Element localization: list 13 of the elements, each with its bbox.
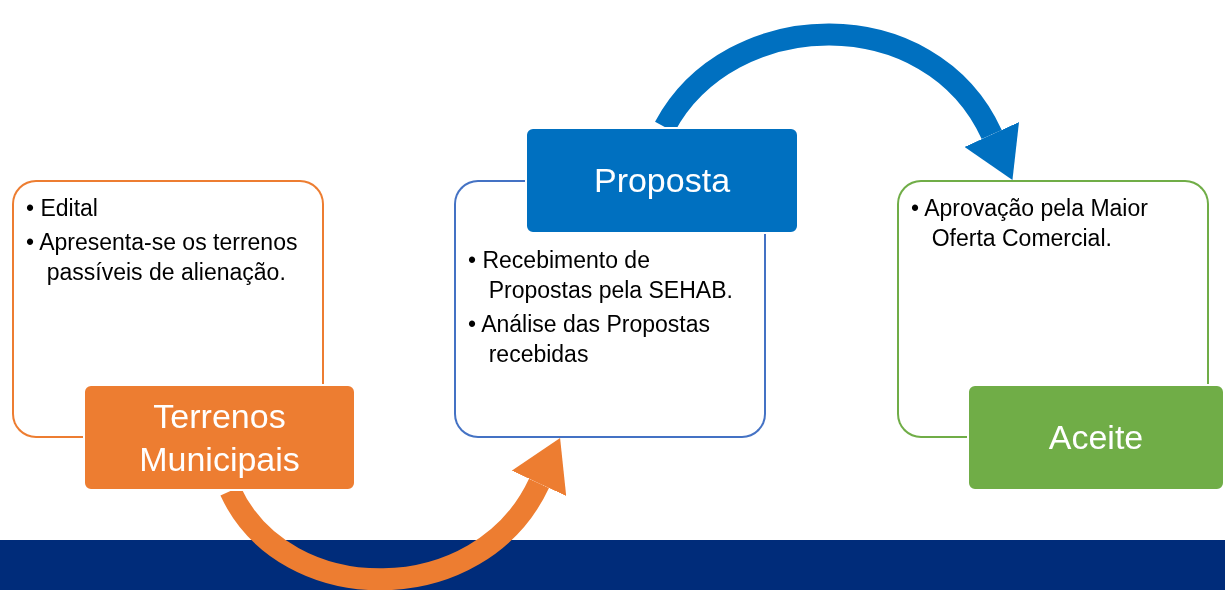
title-box: Aceite (967, 384, 1225, 491)
curved-arrow (655, 23, 1018, 178)
step-card (454, 234, 766, 438)
bullet-text: • Análise das Propostas recebidas (468, 309, 712, 369)
title-box: Proposta (525, 127, 799, 234)
bullet-text: • Recebimento de Propostas pela SEHAB. (468, 246, 734, 305)
curved-arrow (221, 440, 565, 590)
bullet-text: • Apresenta-se os terrenos passíveis de alienação. (26, 227, 299, 287)
bullet-text: • Aprovação pela Maior Oferta Comercial. (911, 194, 1149, 253)
step-card (897, 180, 1209, 384)
title-box: Terrenos Municipais (83, 384, 356, 491)
step-card (12, 180, 324, 384)
bullet-text: • Edital (26, 194, 99, 223)
